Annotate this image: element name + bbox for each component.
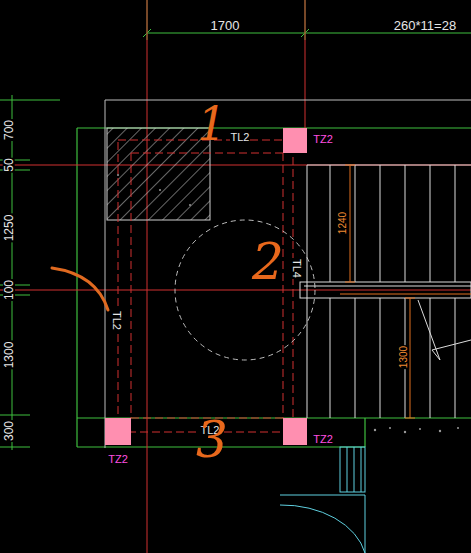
dimension-lines bbox=[0, 0, 471, 450]
beam-label: TL4 bbox=[291, 258, 302, 279]
dimension-text: 100 bbox=[3, 279, 15, 301]
beam-lines bbox=[118, 140, 293, 432]
dimension-text: 260*11=28 bbox=[393, 19, 457, 32]
slab-outline bbox=[105, 100, 471, 448]
column-label: TZ2 bbox=[107, 454, 129, 465]
dimension-text: 700 bbox=[3, 119, 15, 141]
hatched-block bbox=[107, 128, 210, 220]
hand-number: 2 bbox=[251, 237, 285, 287]
dimension-text: 1250 bbox=[3, 214, 15, 243]
turning-circle bbox=[175, 220, 315, 360]
hand-number: 1 bbox=[196, 101, 227, 147]
stair-dimension-text: 1300 bbox=[399, 345, 409, 369]
stair-dimension bbox=[340, 165, 471, 418]
column-label: TZ2 bbox=[312, 434, 334, 445]
column-label: TZ2 bbox=[312, 134, 334, 145]
dimension-text: 300 bbox=[3, 420, 15, 442]
wall-lines bbox=[77, 128, 471, 447]
column-squares bbox=[105, 128, 307, 445]
hand-number: 3 bbox=[195, 415, 229, 465]
beam-label: TL2 bbox=[230, 132, 251, 143]
stair-treads bbox=[300, 165, 471, 418]
stair-dimension-text: 1240 bbox=[338, 211, 348, 235]
dimension-text: 50 bbox=[3, 157, 15, 172]
beam-label: TL2 bbox=[111, 310, 122, 331]
dimension-text: 1700 bbox=[210, 19, 241, 32]
entrance-steps bbox=[280, 447, 365, 553]
dimension-text: 1300 bbox=[3, 341, 15, 370]
ground-texture bbox=[117, 174, 459, 433]
hand-strokes bbox=[52, 268, 108, 310]
